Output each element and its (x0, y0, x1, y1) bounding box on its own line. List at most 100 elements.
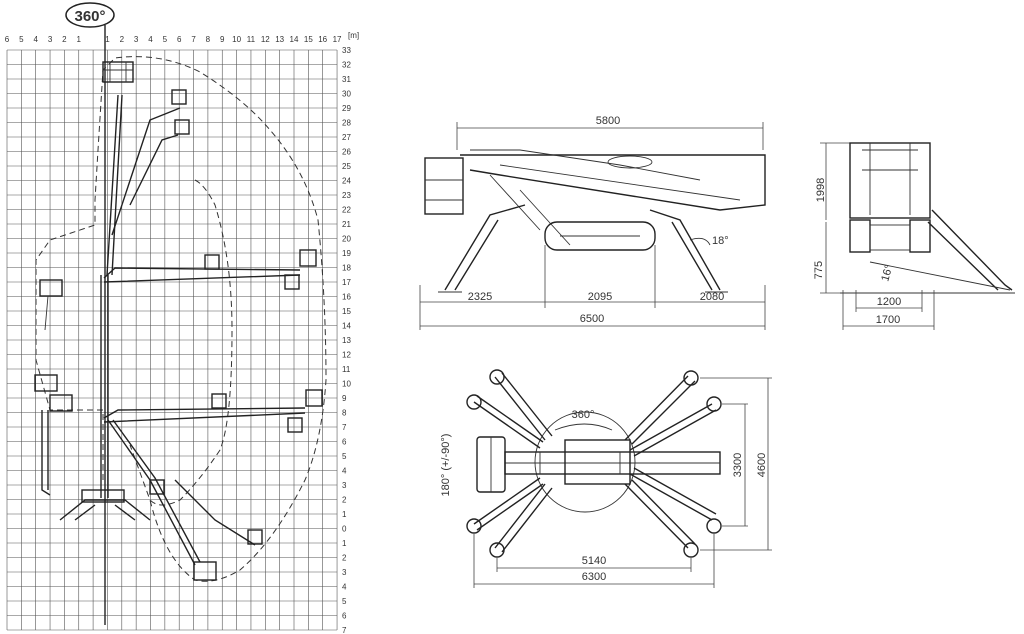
y-tick-label: 32 (342, 61, 351, 70)
y-tick-label: 10 (342, 380, 351, 389)
front-height: 1998 (815, 178, 827, 202)
front-track-right (909, 219, 931, 253)
top-outer-width: 4600 (756, 453, 768, 477)
basket-down-right (247, 529, 263, 545)
y-tick-label: 26 (342, 148, 351, 157)
basket-mid-1 (204, 254, 220, 270)
boom-upper-angled (111, 89, 190, 236)
y-tick-label: 6 (342, 438, 347, 447)
x-tick-label: 2 (120, 35, 125, 44)
y-tick-label: 31 (342, 75, 351, 84)
basket-upper-2 (174, 119, 190, 135)
basket-low-2 (305, 389, 323, 407)
front-overall-width: 1700 (876, 314, 900, 326)
y-tick-label: 9 (342, 394, 347, 403)
y-tick-label: 15 (342, 307, 351, 316)
inner-envelope (149, 179, 233, 506)
basket-top (102, 61, 134, 83)
x-tick-label: 17 (333, 35, 342, 44)
y-tick-label: 23 (342, 191, 351, 200)
x-tick-label: 6 (177, 35, 182, 44)
y-tick-label: 4 (342, 467, 347, 476)
y-tick-label: 22 (342, 206, 351, 215)
x-tick-label: 1 (77, 35, 82, 44)
basket-low-1 (211, 393, 227, 409)
top-inner-span: 5140 (582, 555, 606, 567)
boom-vertical (100, 61, 134, 498)
x-tick-label: 6 (5, 35, 10, 44)
y-tick-label: 12 (342, 351, 351, 360)
boom-horizontal-low (103, 389, 323, 433)
x-tick-label: 5 (19, 35, 24, 44)
chassis-base (59, 489, 151, 521)
side-seg-right: 2080 (700, 291, 724, 303)
y-tick-label: 4 (342, 583, 347, 592)
range-chart-y-ticks: 3332313029282726252423222120191817161514… (342, 46, 351, 634)
top-basket-rotation: 180° (+/-90°) (440, 434, 452, 497)
side-angle: 18° (712, 235, 729, 247)
top-rotation: 360° (572, 409, 595, 421)
basket-left-high (39, 279, 63, 297)
y-tick-label: 28 (342, 119, 351, 128)
boom-down (107, 419, 263, 581)
basket-down-left (149, 479, 165, 495)
y-tick-label: 8 (342, 409, 347, 418)
y-tick-label: 1 (342, 539, 347, 548)
x-tick-label: 5 (163, 35, 168, 44)
range-chart-unit-label: [m] (348, 31, 359, 40)
basket-mid-2 (299, 249, 317, 267)
y-tick-label: 18 (342, 264, 351, 273)
y-tick-label: 6 (342, 612, 347, 621)
top-inner-width: 3300 (732, 453, 744, 477)
x-tick-label: 3 (48, 35, 53, 44)
basket-left-low (49, 394, 73, 412)
y-tick-label: 11 (342, 365, 351, 374)
side-seg-mid: 2095 (588, 291, 612, 303)
y-tick-label: 2 (342, 496, 347, 505)
x-tick-label: 12 (261, 35, 270, 44)
y-tick-label: 2 (342, 554, 347, 563)
y-tick-label: 29 (342, 104, 351, 113)
x-tick-label: 2 (62, 35, 67, 44)
y-tick-label: 27 (342, 133, 351, 142)
y-tick-label: 21 (342, 220, 351, 229)
y-tick-label: 13 (342, 336, 351, 345)
x-tick-label: 14 (290, 35, 299, 44)
y-tick-label: 24 (342, 177, 351, 186)
y-tick-label: 1 (342, 510, 347, 519)
basket-low-3 (287, 417, 303, 433)
x-tick-label: 10 (232, 35, 241, 44)
top-rotation-circle (534, 411, 636, 513)
basket-left-mid (34, 374, 58, 392)
rotation-badge: 360° (65, 2, 115, 28)
front-view: 1998 775 16° 1200 1700 (813, 142, 1015, 330)
y-tick-label: 3 (342, 481, 347, 490)
y-tick-label: 3 (342, 568, 347, 577)
side-basket (424, 157, 464, 215)
y-tick-label: 0 (342, 525, 347, 534)
y-tick-label: 5 (342, 597, 347, 606)
y-tick-label: 17 (342, 278, 351, 287)
y-tick-label: 5 (342, 452, 347, 461)
svg-text:360°: 360° (74, 8, 105, 25)
front-angle: 16° (879, 264, 895, 283)
y-tick-label: 30 (342, 90, 351, 99)
front-track-left (849, 219, 871, 253)
x-tick-label: 3 (134, 35, 139, 44)
side-view: 5800 18° 2325 2095 2080 6500 (419, 115, 766, 330)
x-tick-label: 4 (33, 35, 38, 44)
y-tick-label: 16 (342, 293, 351, 302)
front-track-width: 1200 (877, 296, 901, 308)
y-tick-label: 33 (342, 46, 351, 55)
top-chassis (564, 439, 631, 485)
x-tick-label: 7 (191, 35, 196, 44)
top-view: 360° 180° (+/-90°) (440, 369, 772, 588)
basket-mid-3 (284, 274, 300, 290)
side-seg-left: 2325 (468, 291, 492, 303)
x-tick-label: 1 (105, 35, 110, 44)
y-tick-label: 20 (342, 235, 351, 244)
side-total-width: 6500 (580, 313, 604, 325)
y-tick-label: 7 (342, 423, 347, 432)
